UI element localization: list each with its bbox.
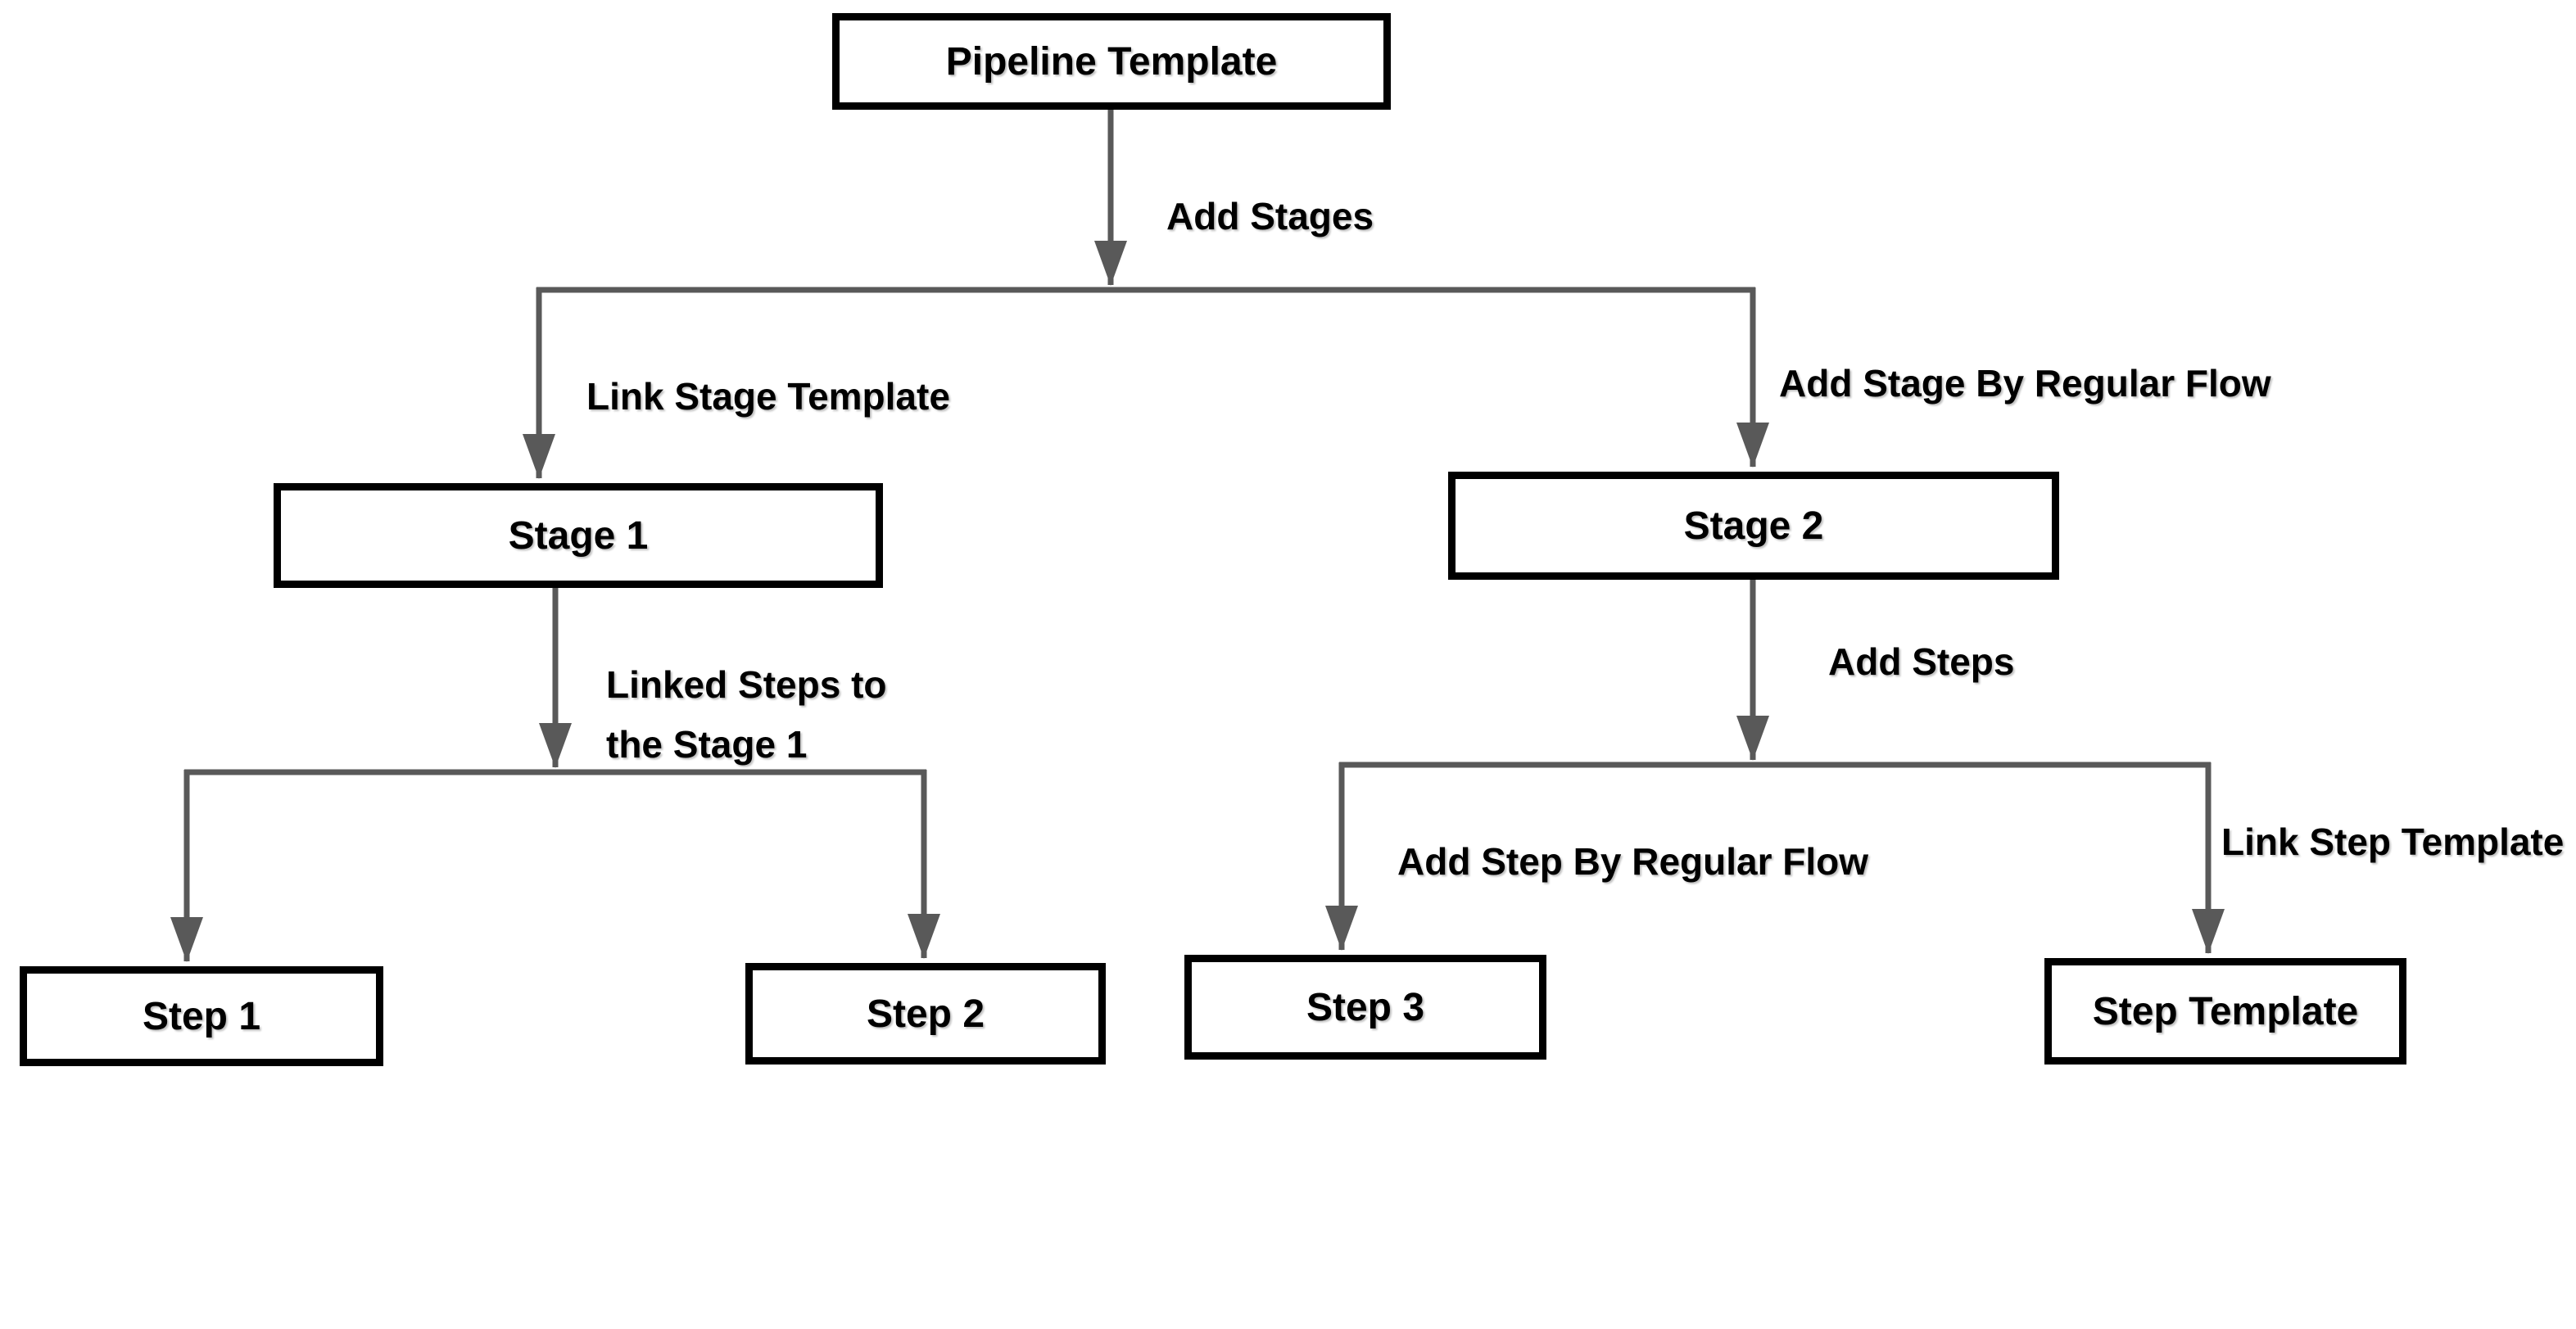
edge-label-link-stage-template: Link Stage Template xyxy=(586,375,950,418)
edge-label-add-step-by-regular-flow: Add Step By Regular Flow xyxy=(1397,840,1869,883)
edge-label-linked-steps-to-the-stage-1: Linked Steps to the Stage 1 xyxy=(606,655,886,775)
node-stage-1-label: Stage 1 xyxy=(508,513,649,558)
node-step-3-label: Step 3 xyxy=(1306,985,1425,1029)
edge-label-add-stages: Add Stages xyxy=(1166,195,1374,237)
edge-label-linked-steps-line-2: the Stage 1 xyxy=(606,723,808,766)
node-step-2: Step 2 xyxy=(745,963,1106,1065)
edge-label-add-steps: Add Steps xyxy=(1828,640,2015,683)
node-step-1-label: Step 1 xyxy=(142,994,261,1038)
node-step-1: Step 1 xyxy=(20,966,383,1066)
edge-label-add-stage-by-regular-flow: Add Stage By Regular Flow xyxy=(1779,362,2271,405)
node-stage-1: Stage 1 xyxy=(274,483,883,588)
node-step-template-label: Step Template xyxy=(2092,989,2359,1033)
node-step-3: Step 3 xyxy=(1184,955,1546,1060)
node-stage-2-label: Stage 2 xyxy=(1683,504,1824,548)
edge-label-link-step-template: Link Step Template xyxy=(2221,820,2565,863)
edge-label-linked-steps-line-1: Linked Steps to xyxy=(606,663,887,706)
node-step-2-label: Step 2 xyxy=(866,992,985,1036)
node-pipeline-template-label: Pipeline Template xyxy=(945,39,1278,84)
node-stage-2: Stage 2 xyxy=(1448,472,2059,580)
node-pipeline-template: Pipeline Template xyxy=(832,13,1391,110)
node-step-template: Step Template xyxy=(2044,958,2406,1065)
